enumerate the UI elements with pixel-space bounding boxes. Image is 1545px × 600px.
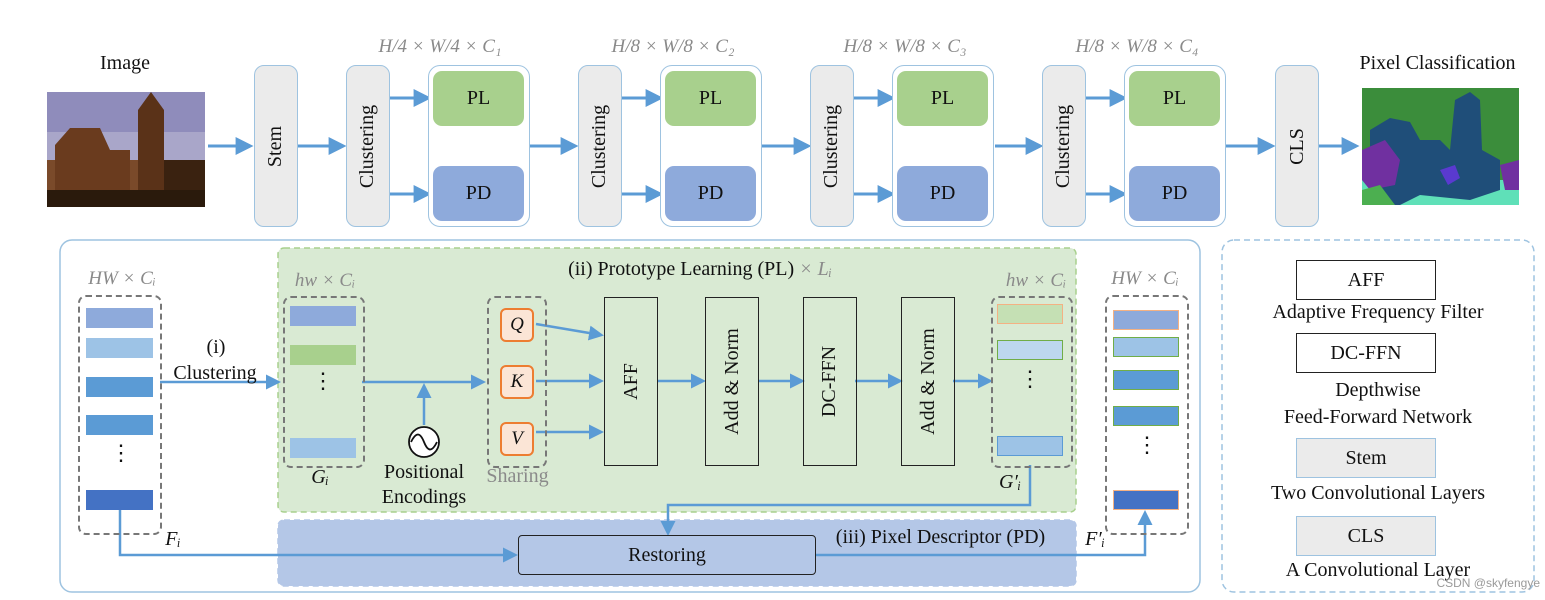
pl-title: (ii) Prototype Learning (PL) × Lᵢ [520, 258, 880, 281]
output-feature-bar [1113, 370, 1179, 390]
stage-1-dims: H/4 × W/4 × C₁ [378, 36, 502, 57]
add-norm-block-2: Add & Norm [901, 297, 955, 466]
feature-bar [86, 338, 153, 358]
output-feature-bar [1113, 490, 1179, 510]
cls-block: CLS [1275, 65, 1319, 227]
right-feature-column [1105, 295, 1189, 535]
top-row-arrows [208, 89, 1360, 203]
legend-dcffn-desc-line2: Feed-Forward Network [1283, 406, 1473, 428]
f-out-label: F′ᵢ [1085, 528, 1105, 550]
stage-1-pd: PD [433, 166, 524, 221]
aff-block-label: AFF [619, 363, 642, 400]
pl-title-text: (ii) Prototype Learning (PL) [568, 258, 795, 280]
g-out-ellipsis: ⋮ [1019, 366, 1041, 391]
feature-bar [86, 377, 153, 397]
legend-cls-desc: A Convolutional Layer [1285, 559, 1471, 581]
stage-2-dims: H/8 × W/8 × C₂ [611, 36, 735, 57]
g-ellipsis: ⋮ [312, 368, 334, 393]
left-ellipsis: ⋮ [110, 440, 132, 465]
feature-bar [86, 308, 153, 328]
pd-region [277, 519, 1077, 587]
legend-aff-key: AFF [1296, 260, 1436, 300]
value-box: V [500, 422, 534, 456]
feature-bar [86, 415, 153, 435]
right-column-dims: HW × Cᵢ [1111, 268, 1179, 289]
clustering-step-label: Clustering [173, 362, 257, 384]
stage-1-clustering-label: Clustering [356, 104, 379, 188]
stage-3-clustering-label: Clustering [820, 104, 843, 188]
pl-times-label: × Lᵢ [794, 258, 832, 280]
restoring-block: Restoring [518, 535, 816, 575]
add-norm-block-1: Add & Norm [705, 297, 759, 466]
stage-4-clustering: Clustering [1042, 65, 1086, 227]
qkv-group [487, 296, 547, 468]
output-feature-bar [1113, 310, 1179, 330]
positional-encodings-line2: Encodings [381, 486, 467, 508]
stage-4-pl: PL [1129, 71, 1220, 126]
stage-4-clustering-label: Clustering [1052, 104, 1075, 188]
stage-4-pd: PD [1129, 166, 1220, 221]
stage-2-pl: PL [665, 71, 756, 126]
legend-stem-key: Stem [1296, 438, 1436, 478]
legend-frame [1221, 239, 1535, 593]
sharing-label: Sharing [486, 465, 549, 487]
stage-2-clustering: Clustering [578, 65, 622, 227]
updated-prototype-bar [997, 340, 1063, 360]
aff-block: AFF [604, 297, 658, 466]
stage-3-dims: H/8 × W/8 × C₃ [843, 36, 967, 57]
stage-3-pd: PD [897, 166, 988, 221]
output-segmentation-image [1362, 88, 1519, 205]
legend-cls-key: CLS [1296, 516, 1436, 556]
add-norm-1-label: Add & Norm [720, 328, 743, 435]
prototype-bar [290, 345, 356, 365]
stem-label: Stem [264, 125, 287, 167]
output-feature-bar [1113, 337, 1179, 357]
feature-bar [86, 490, 153, 510]
stage-3-pl: PL [897, 71, 988, 126]
g-column-dims: hw × Cᵢ [294, 270, 356, 291]
left-feature-column [78, 295, 162, 535]
dcffn-block: DC-FFN [803, 297, 857, 466]
stage-1-clustering: Clustering [346, 65, 390, 227]
query-box: Q [500, 308, 534, 342]
input-image [47, 92, 205, 207]
updated-prototype-bar [997, 304, 1063, 324]
stage-4-dims: H/8 × W/8 × C₄ [1075, 36, 1199, 57]
right-ellipsis: ⋮ [1136, 432, 1158, 457]
stage-1-pl: PL [433, 71, 524, 126]
stage-3-clustering: Clustering [810, 65, 854, 227]
legend-dcffn-desc-line1: Depthwise [1335, 379, 1421, 401]
f-label: Fᵢ [165, 528, 181, 550]
add-norm-2-label: Add & Norm [916, 328, 939, 435]
output-feature-bar [1113, 406, 1179, 426]
legend-stem-desc: Two Convolutional Layers [1270, 482, 1486, 504]
legend-aff-desc: Adaptive Frequency Filter [1272, 301, 1484, 323]
prototype-bar [290, 438, 356, 458]
output-image-label: Pixel Classification [1359, 52, 1516, 74]
detail-arrows [118, 322, 1153, 563]
g-label: Gᵢ [311, 466, 329, 488]
stage-2-clustering-label: Clustering [588, 104, 611, 188]
key-box: K [500, 365, 534, 399]
g-out-column-dims: hw × Cᵢ [1005, 270, 1067, 291]
g-out-column [991, 296, 1073, 468]
g-column [283, 296, 365, 468]
stage-2-pd: PD [665, 166, 756, 221]
legend-dcffn-key: DC-FFN [1296, 333, 1436, 373]
positional-encoding-symbol [408, 426, 440, 458]
positional-encodings-line1: Positional [383, 461, 464, 483]
updated-prototype-bar [997, 436, 1063, 456]
input-image-label: Image [100, 52, 150, 74]
g-out-label: G′ᵢ [999, 471, 1021, 493]
prototype-bar [290, 306, 356, 326]
dcffn-block-label: DC-FFN [818, 345, 841, 418]
left-column-dims: HW × Cᵢ [88, 268, 156, 289]
clustering-step-number: (i) [206, 336, 226, 358]
watermark: CSDN @skyfengye [1436, 576, 1540, 590]
pd-title: (iii) Pixel Descriptor (PD) [835, 526, 1046, 548]
stem-block: Stem [254, 65, 298, 227]
cls-label: CLS [1285, 127, 1308, 165]
